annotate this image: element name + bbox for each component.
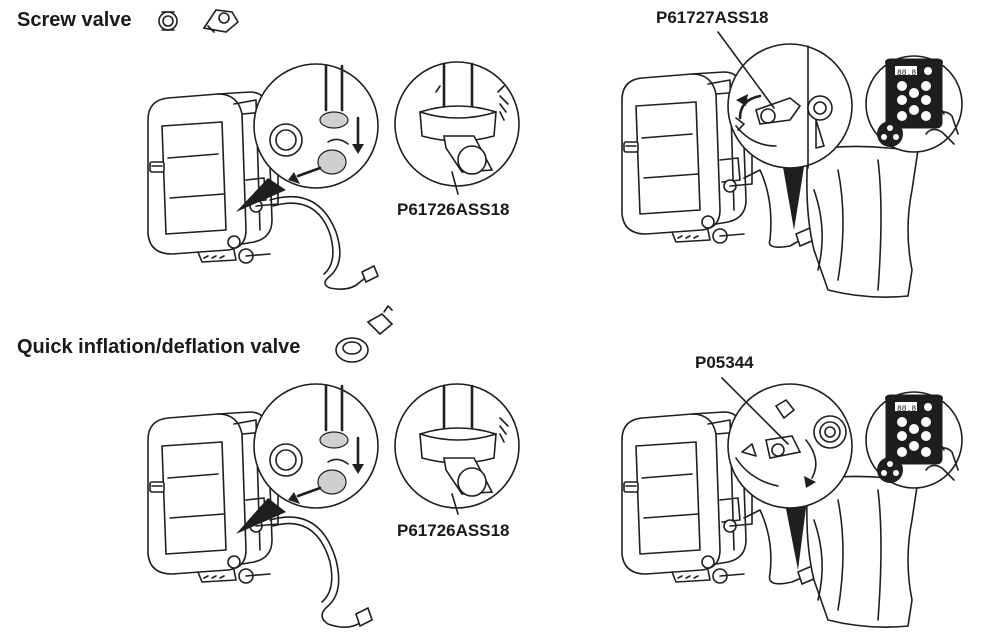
part-label-screw-left: P61726ASS18 — [397, 200, 510, 219]
part-label-screw-right: P61727ASS18 — [656, 8, 769, 27]
tub-liner-screw-right — [806, 145, 919, 298]
pump-unit-quick-left — [147, 411, 373, 628]
part-label-quick-right: P05344 — [695, 353, 754, 372]
leader-line-quick-right — [721, 377, 789, 445]
zoom-pointer-quick-left — [236, 498, 286, 534]
pump-unit-screw-left — [147, 91, 380, 290]
valve-detail-circle-quick-left — [394, 383, 520, 515]
display-readout-screw: 88.8 — [897, 69, 916, 78]
screw-valve-icon-1 — [158, 11, 178, 31]
valve-closeup-circle-quick-left — [253, 383, 379, 509]
quick-valve-heading: Quick inflation/deflation valve — [17, 336, 301, 358]
valve-detail-circle-screw-left — [394, 61, 520, 195]
screw-valve-icon-2 — [202, 9, 240, 33]
screw-valve-heading: Screw valve — [17, 9, 132, 31]
leader-line-screw-right — [717, 31, 775, 109]
valve-closeup-circle-screw-left — [253, 63, 379, 189]
valve-closeup-circle-screw-right — [727, 43, 853, 169]
zoom-pointer-screw-left — [236, 178, 286, 212]
quick-valve-icon — [335, 305, 394, 363]
display-readout-quick: 88.8 — [897, 405, 916, 414]
zoom-pointer-screw-right — [780, 150, 806, 230]
part-label-quick-left: P61726ASS18 — [397, 521, 510, 540]
